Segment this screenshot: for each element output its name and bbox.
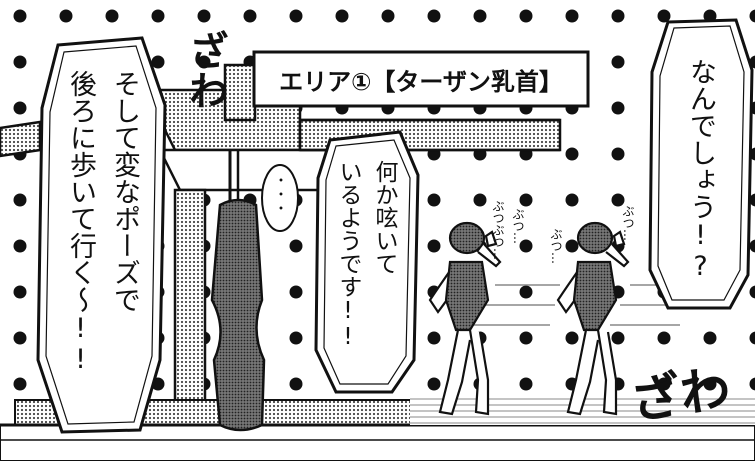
thought-bubble-text: ・・・ — [272, 173, 288, 215]
middle-bubble-shape — [314, 130, 420, 394]
mutter-sfx-3: ぶつ… — [549, 228, 563, 264]
left-bubble-text: そして変なポーズで 後ろに歩いて行く～!! — [65, 70, 140, 375]
thought-bubble-shape — [261, 164, 299, 232]
zawa-sfx-top: ざわ — [182, 30, 228, 110]
swimmer-figure-2 — [556, 221, 630, 416]
mutter-sfx-2: ぶつ… — [511, 208, 525, 244]
area-caption-label: エリア①【ターザン乳首】 — [258, 56, 584, 102]
hanging-bag — [210, 150, 266, 432]
right-bubble-text: なんでしょう!? — [685, 58, 716, 282]
zawa-sfx-bottom: ざわ — [627, 359, 735, 431]
mutter-sfx-4: ぶつ… — [621, 205, 635, 241]
left-bubble-shape — [36, 36, 167, 434]
swimmer-figure-1 — [428, 221, 502, 416]
right-bubble-shape — [648, 18, 754, 310]
middle-bubble-text: 何か呟いて いるようです!! — [335, 160, 397, 350]
mutter-sfx-1: ぶつぶつ… — [491, 200, 505, 260]
